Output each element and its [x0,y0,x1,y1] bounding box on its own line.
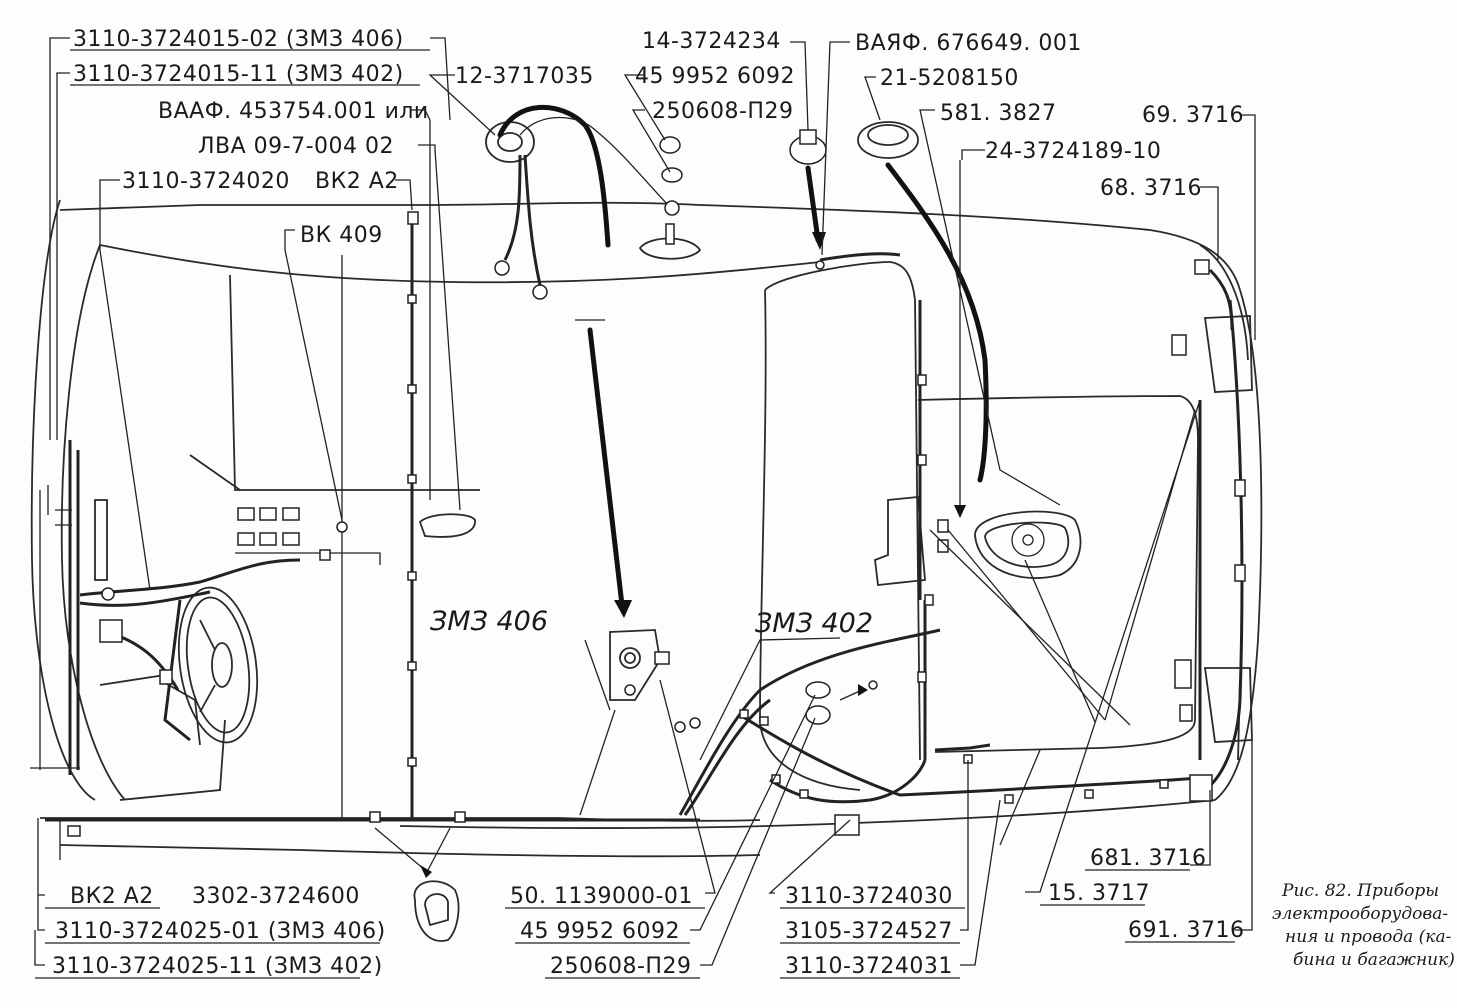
label-15-3717: 15. 3717 [1048,881,1150,906]
label-691-3716: 691. 3716 [1128,918,1244,943]
label-zmz-406: ЗМЗ 406 [430,606,548,637]
label-vaaf: ВААФ. 453754.001 или [158,99,429,124]
caption-line-4: бина и багажник) [1293,950,1455,970]
label-3105-3724527: 3105-3724527 [785,919,953,944]
caption-line-1: Рис. 82. Приборы [1281,881,1439,901]
label-vk2a2-top: ВК2 А2 [315,169,399,194]
label-250608-p29-top: 250608-П29 [652,99,793,124]
label-69-3716: 69. 3716 [1142,103,1244,128]
label-3110-3724020: 3110-3724020 [122,169,290,194]
label-underlines [35,49,1235,979]
part-labels: 3110-3724015-02 (ЗМЗ 406) 3110-3724015-1… [52,27,1244,979]
figure-caption: Рис. 82. Приборы электрооборудова- ния и… [1272,881,1455,970]
label-21-5208150: 21-5208150 [880,66,1019,91]
label-14-3724234: 14-3724234 [642,29,781,54]
label-250608-p29-bottom: 250608-П29 [550,954,691,979]
label-681-3716: 681. 3716 [1090,846,1206,871]
label-12-3717035: 12-3717035 [455,64,594,89]
label-3110-3724015-11: 3110-3724015-11 (ЗМЗ 402) [73,62,404,87]
label-3110-3724025-11: 3110-3724025-11 (ЗМЗ 402) [52,954,383,979]
label-vk2a2-bottom: ВК2 А2 [70,884,154,909]
label-vayaf: ВАЯФ. 676649. 001 [855,31,1082,56]
leader-lines [34,37,1256,966]
detail-parts [374,104,989,942]
label-50-1139000-01: 50. 1139000-01 [510,884,693,909]
label-3110-3724015-02: 3110-3724015-02 (ЗМЗ 406) [73,27,404,52]
label-lva: ЛВА 09-7-004 02 [198,134,394,159]
car-body-outline [30,199,1263,858]
caption-line-3: ния и провода (ка- [1285,927,1452,947]
label-3110-3724030: 3110-3724030 [785,884,953,909]
dashboard [30,440,476,775]
cabin-harness [45,211,700,837]
label-3110-3724025-01: 3110-3724025-01 (ЗМЗ 406) [55,919,386,944]
caption-line-2: электрооборудова- [1272,904,1448,924]
label-68-3716: 68. 3716 [1100,176,1202,201]
label-zmz-402: ЗМЗ 402 [755,608,873,639]
label-45-9952-6092-top: 45 9952 6092 [635,64,795,89]
label-3110-3724031: 3110-3724031 [785,954,953,979]
label-45-9952-6092-bottom: 45 9952 6092 [520,919,680,944]
label-581-3827: 581. 3827 [940,101,1056,126]
label-3302-3724600: 3302-3724600 [192,884,360,909]
trunk-harness [609,252,1253,836]
label-vk409: ВК 409 [300,223,383,248]
label-24-3724189-10: 24-3724189-10 [985,139,1161,164]
